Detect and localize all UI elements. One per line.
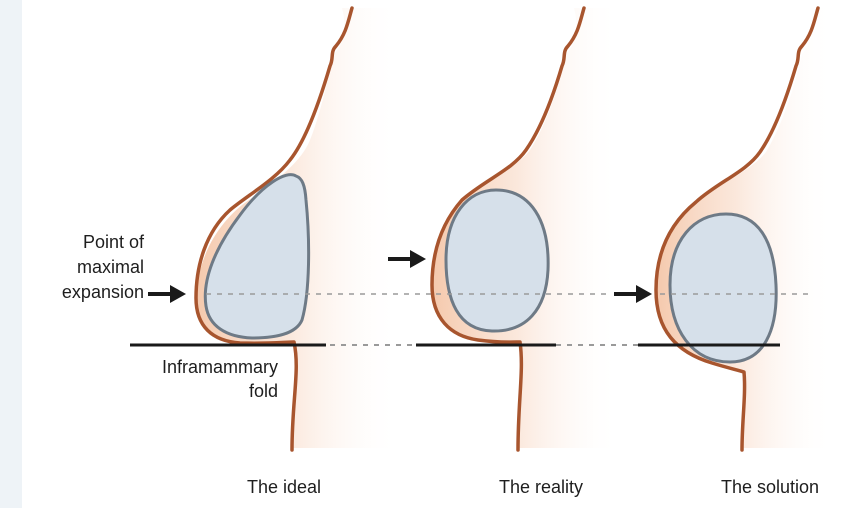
label-inframammary-fold: Inframammary fold — [162, 357, 278, 401]
implant — [446, 190, 548, 331]
implant — [670, 214, 776, 362]
panel-reality — [388, 8, 638, 450]
label-line: expansion — [62, 282, 144, 302]
implant — [205, 175, 308, 338]
label-line: Point of — [83, 232, 145, 252]
caption-ideal: The ideal — [247, 477, 321, 497]
arrow-maximal-expansion-1 — [148, 285, 186, 303]
label-line: maximal — [77, 257, 144, 277]
panel-solution — [614, 8, 834, 450]
label-point-of-maximal-expansion: Point of maximal expansion — [62, 232, 145, 302]
label-line: Inframammary — [162, 357, 278, 377]
caption-solution: The solution — [721, 477, 819, 497]
label-line: fold — [249, 381, 278, 401]
caption-reality: The reality — [499, 477, 583, 497]
panel-ideal — [130, 8, 432, 450]
